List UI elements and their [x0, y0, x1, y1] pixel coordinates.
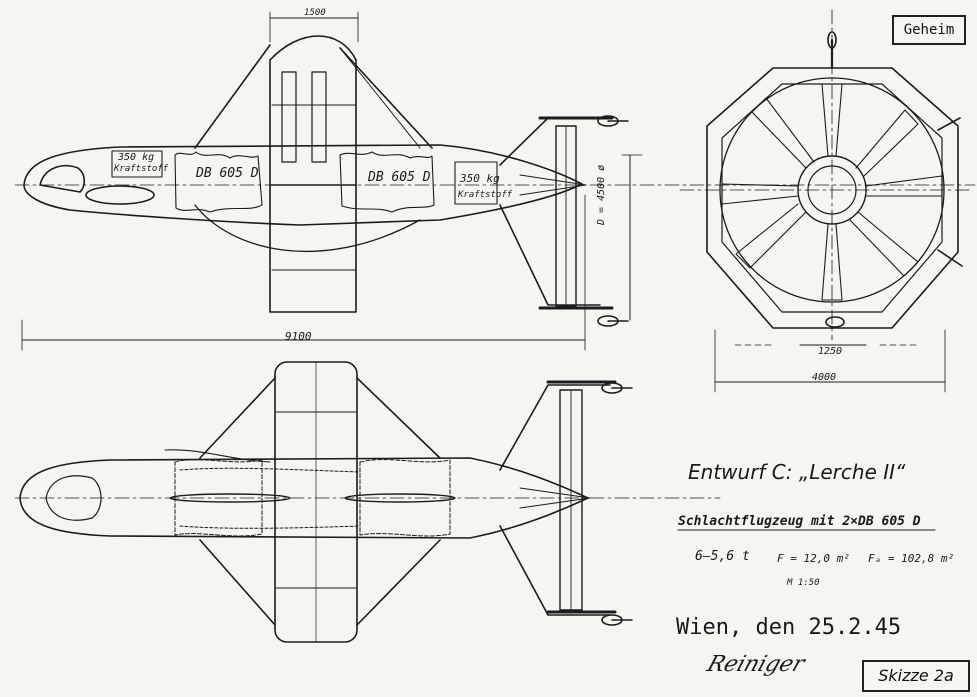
sheet-number: Skizze 2a — [862, 660, 970, 692]
spec-scale: M 1:50 — [787, 578, 820, 588]
spec-area-fa: Fₐ = 102,8 m² — [868, 552, 955, 565]
drawing-subtitle: Schlachtflugzeug mit 2×DB 605 D — [678, 514, 921, 529]
fuel-label-right: 350 kg — [460, 172, 500, 185]
dim-length: 9100 — [285, 330, 312, 343]
dim-ring-width: 1500 — [304, 8, 326, 18]
classification-stamp: Geheim — [892, 15, 966, 45]
engine-label-rear: DB 605 D — [368, 170, 431, 185]
fuel-label-right-sub: Kraftstoff — [458, 190, 513, 200]
dim-ring-diameter: D = 4500 ø — [596, 164, 607, 225]
engine-label-front: DB 605 D — [196, 166, 259, 181]
signature: Reiniger — [703, 652, 808, 677]
fuel-label-left: 350 kg — [118, 152, 155, 163]
side-view — [14, 11, 976, 351]
front-ring-outer — [706, 67, 959, 329]
drawing-title: Entwurf C: „Lerche II“ — [688, 460, 906, 484]
place-date: Wien, den 25.2.45 — [676, 615, 902, 640]
front-view — [679, 9, 971, 393]
front-propeller-disc — [719, 77, 945, 303]
top-view — [14, 361, 721, 643]
dim-hub: 1250 — [818, 346, 843, 357]
spec-weight: 6–5,6 t — [695, 549, 750, 564]
dim-front-width: 4000 — [812, 372, 837, 383]
side-fuselage — [23, 144, 583, 226]
side-cockpit — [39, 164, 86, 193]
side-ring — [269, 35, 357, 313]
fuel-label-left-sub: Kraftstoff — [114, 164, 169, 174]
spec-area-f: F = 12,0 m² — [777, 552, 850, 565]
